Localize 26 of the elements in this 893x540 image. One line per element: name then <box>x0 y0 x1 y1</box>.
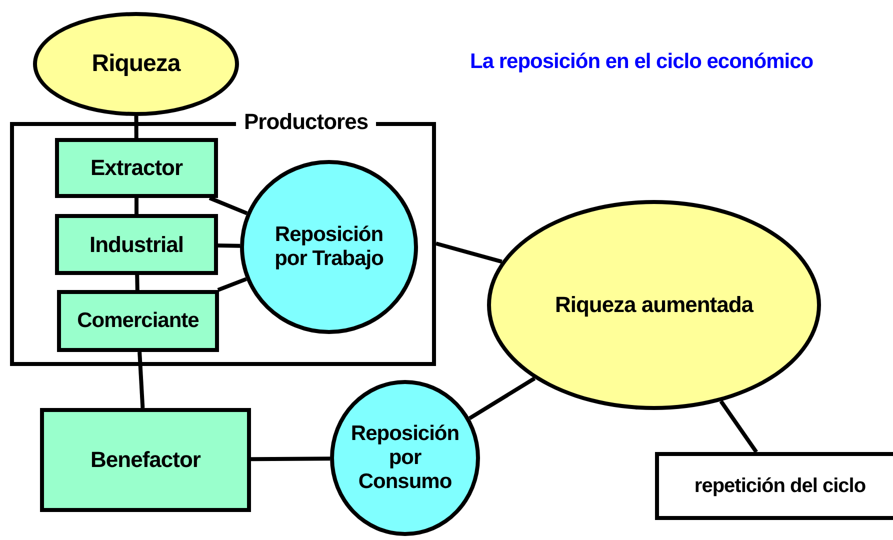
node-label: Industrial <box>89 232 184 258</box>
node-label: Benefactor <box>90 447 200 473</box>
process-box <box>40 408 251 512</box>
node-label: Riqueza aumentada <box>554 292 754 318</box>
diagram-title: La reposición en el ciclo económico <box>470 50 814 74</box>
node-label: Riqueza <box>92 50 180 78</box>
connector-line <box>719 400 758 454</box>
text-box <box>655 452 893 520</box>
connector-line <box>134 116 138 138</box>
node-label: Reposición por Trabajo <box>274 222 384 272</box>
connector-line <box>250 456 330 462</box>
node-label: repetición del ciclo <box>694 474 866 498</box>
process-box <box>55 214 218 275</box>
connector-line <box>135 274 140 290</box>
process-box <box>57 290 219 352</box>
connector-line <box>134 198 138 214</box>
connector-line <box>138 352 145 408</box>
node-label: Reposición por Consumo <box>350 422 460 494</box>
node-label: Comerciante <box>77 308 199 334</box>
connector-line <box>468 376 536 420</box>
node-label: Extractor <box>90 155 183 181</box>
connector-line <box>217 277 247 292</box>
connector-line <box>208 196 248 216</box>
connector-line <box>218 244 240 248</box>
process-box <box>55 138 218 198</box>
connector-line <box>435 242 502 264</box>
